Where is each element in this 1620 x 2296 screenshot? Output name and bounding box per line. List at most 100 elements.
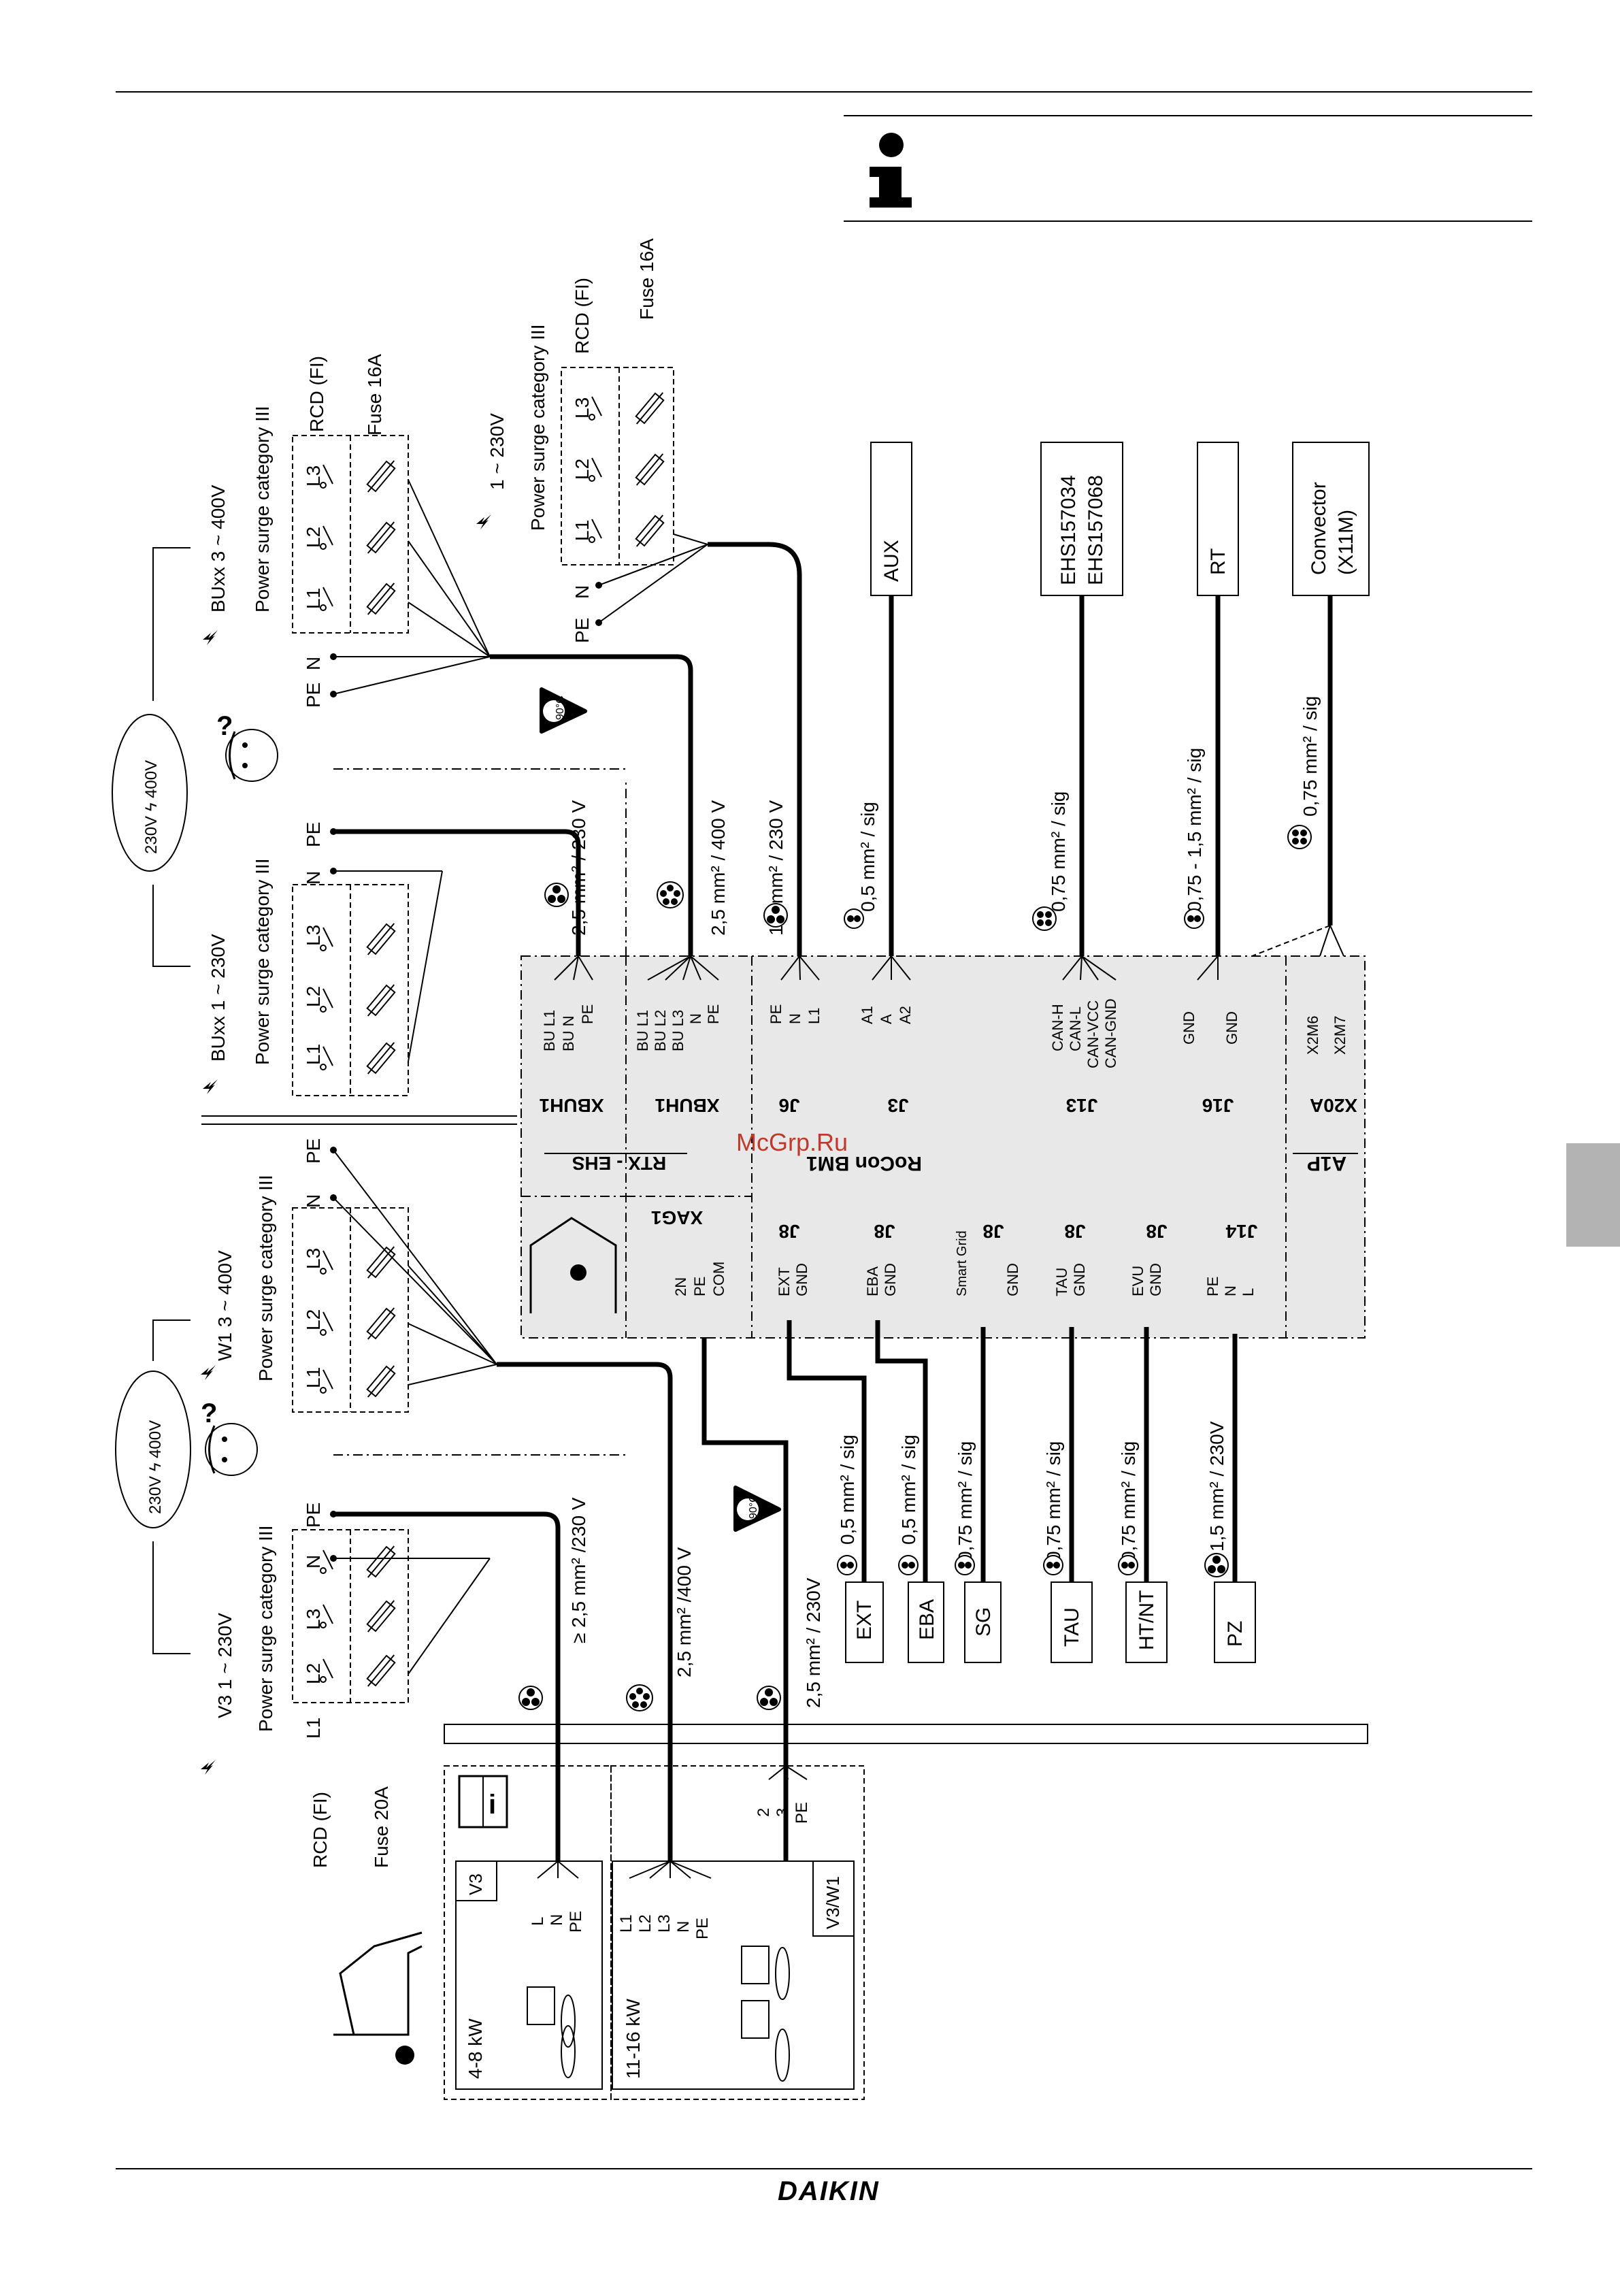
side-tab bbox=[1566, 1143, 1620, 1247]
svg-text:J8: J8 bbox=[1064, 1221, 1085, 1242]
svg-text:L1: L1 bbox=[303, 1367, 324, 1388]
cable-3core-icon bbox=[1204, 1553, 1229, 1577]
svg-text:GND: GND bbox=[1223, 1011, 1240, 1045]
svg-text:PE: PE bbox=[793, 1802, 811, 1824]
w1-surge: Power surge category III bbox=[255, 1175, 276, 1381]
signal-devices bbox=[845, 1581, 1256, 1663]
svg-text:PE: PE bbox=[572, 618, 593, 643]
svg-text:i: i bbox=[489, 1790, 496, 1820]
svg-text:EVU: EVU bbox=[1129, 1266, 1146, 1296]
device-sg: SG bbox=[972, 1607, 995, 1637]
svg-text:L3: L3 bbox=[303, 925, 324, 946]
thinking-person-icon: ? bbox=[216, 711, 278, 782]
cable-4core-icon bbox=[1032, 906, 1057, 931]
module-block bbox=[333, 768, 1366, 1456]
svg-text:CAN-L: CAN-L bbox=[1067, 1006, 1084, 1051]
svg-text:BU L2: BU L2 bbox=[652, 1010, 669, 1051]
svg-text:J14: J14 bbox=[1225, 1221, 1257, 1242]
info-icon bbox=[870, 133, 912, 208]
label-rtx: RTX - EHS bbox=[572, 1153, 666, 1174]
device-eba: EBA bbox=[916, 1599, 938, 1640]
conn-x20a: X20A bbox=[1310, 1095, 1357, 1116]
thinking-person-icon: ? bbox=[201, 1398, 258, 1476]
w1-breaker bbox=[292, 1207, 409, 1413]
outdoor-house-icon bbox=[333, 1931, 423, 2065]
buxx3-supply: BUxx 3 ~ 400V bbox=[208, 485, 229, 612]
cable-buxx1-label: 2,5 mm² / 230 V bbox=[568, 800, 589, 936]
svg-text:X2M6: X2M6 bbox=[1304, 1016, 1321, 1055]
svg-text:V3: V3 bbox=[465, 1873, 486, 1895]
svg-text:GND: GND bbox=[1180, 1011, 1197, 1045]
svg-text:X2M7: X2M7 bbox=[1332, 1016, 1349, 1055]
cable-2core-icon bbox=[1184, 908, 1204, 929]
svg-text:PE: PE bbox=[691, 1277, 708, 1296]
svg-text:N: N bbox=[303, 1194, 324, 1208]
conn-j3: J3 bbox=[887, 1095, 908, 1116]
main-rcd: RCD (FI) bbox=[572, 278, 593, 354]
svg-text:?: ? bbox=[201, 1398, 217, 1428]
svg-text:CAN-H: CAN-H bbox=[1049, 1004, 1066, 1051]
svg-text:CAN-GND: CAN-GND bbox=[1102, 998, 1119, 1068]
svg-text:PE: PE bbox=[303, 683, 324, 708]
svg-text:N: N bbox=[787, 1013, 804, 1024]
buxx3-surge: Power surge category III bbox=[252, 406, 273, 612]
cable-v3-label: ≥ 2,5 mm² /230 V bbox=[568, 1497, 589, 1643]
svg-text:COM: COM bbox=[710, 1262, 727, 1296]
svg-text:L1: L1 bbox=[617, 1914, 635, 1933]
cable-conv-label: 0,75 mm² / sig bbox=[1300, 696, 1321, 817]
svg-text:L: L bbox=[529, 1917, 547, 1926]
label-a1p: A1P bbox=[1307, 1152, 1346, 1175]
manual-icon: i bbox=[458, 1775, 508, 1828]
svg-text:BU L1: BU L1 bbox=[634, 1010, 651, 1051]
main-surge: Power surge category III bbox=[527, 325, 548, 531]
svg-text:BU L3: BU L3 bbox=[670, 1010, 687, 1051]
conn-j13: J13 bbox=[1066, 1095, 1098, 1116]
svg-text:L2: L2 bbox=[303, 986, 324, 1007]
v3-fuse: Fuse 20A bbox=[371, 1786, 392, 1868]
svg-text:BU N: BU N bbox=[560, 1015, 577, 1051]
house-icon bbox=[529, 1217, 617, 1313]
divider-bar bbox=[444, 1724, 1368, 1744]
svg-text:L1: L1 bbox=[303, 588, 324, 609]
svg-text:L: L bbox=[1240, 1288, 1257, 1296]
svg-text:90°C: 90°C bbox=[748, 1494, 759, 1519]
cable-5core-icon bbox=[626, 1684, 653, 1711]
main-fuse: Fuse 16A bbox=[636, 238, 657, 320]
svg-text:230V ϟ 400V: 230V ϟ 400V bbox=[146, 1420, 165, 1514]
svg-text:N: N bbox=[303, 657, 324, 670]
svg-text:PE: PE bbox=[767, 1004, 784, 1024]
buxx3-breaker bbox=[292, 435, 409, 634]
watermark: McGrp.Ru bbox=[736, 1128, 848, 1156]
svg-text:L1: L1 bbox=[572, 520, 593, 541]
buxx3-fuse: Fuse 16A bbox=[364, 354, 385, 436]
svg-text:J8: J8 bbox=[874, 1221, 895, 1242]
device-rt: RT bbox=[1207, 548, 1229, 575]
svg-text:A: A bbox=[878, 1014, 895, 1024]
device-ext: EXT bbox=[853, 1601, 876, 1640]
svg-text:TAU: TAU bbox=[1053, 1268, 1070, 1296]
device-convector-x11m: (X11M) bbox=[1335, 510, 1357, 575]
v3-surge: Power surge category III bbox=[255, 1526, 276, 1732]
cable-3core-icon bbox=[518, 1686, 543, 1710]
svg-text:4-8 kW: 4-8 kW bbox=[465, 2018, 486, 2079]
cable-2core-icon bbox=[844, 908, 864, 929]
svg-text:230V ϟ 400V: 230V ϟ 400V bbox=[142, 760, 161, 854]
svg-text:PE: PE bbox=[579, 1004, 596, 1024]
device-pz: PZ bbox=[1224, 1621, 1246, 1647]
cable-pz-label: 1,5 mm² / 230V bbox=[1206, 1421, 1227, 1552]
svg-text:L2: L2 bbox=[303, 1309, 324, 1330]
svg-text:11-16 kW: 11-16 kW bbox=[623, 1999, 644, 2079]
svg-text:V3/W1: V3/W1 bbox=[823, 1876, 843, 1929]
buxx1-surge: Power surge category III bbox=[252, 859, 273, 1065]
cable-buxx3-label: 2,5 mm² / 400 V bbox=[708, 800, 729, 936]
device-convector: Convector bbox=[1308, 482, 1330, 575]
device-htnt: HT/NT bbox=[1136, 1590, 1158, 1650]
cable-link-label: 2,5 mm² / 230V bbox=[803, 1577, 824, 1708]
svg-text:3: 3 bbox=[774, 1808, 792, 1817]
cable-w1-label: 2,5 mm² /400 V bbox=[674, 1547, 695, 1677]
outdoor-unit-v3: V3 4-8 kW bbox=[444, 1765, 612, 2100]
svg-text:L3: L3 bbox=[303, 465, 324, 487]
svg-text:J8: J8 bbox=[1146, 1221, 1167, 1242]
cable-2core-icon bbox=[1118, 1555, 1138, 1575]
